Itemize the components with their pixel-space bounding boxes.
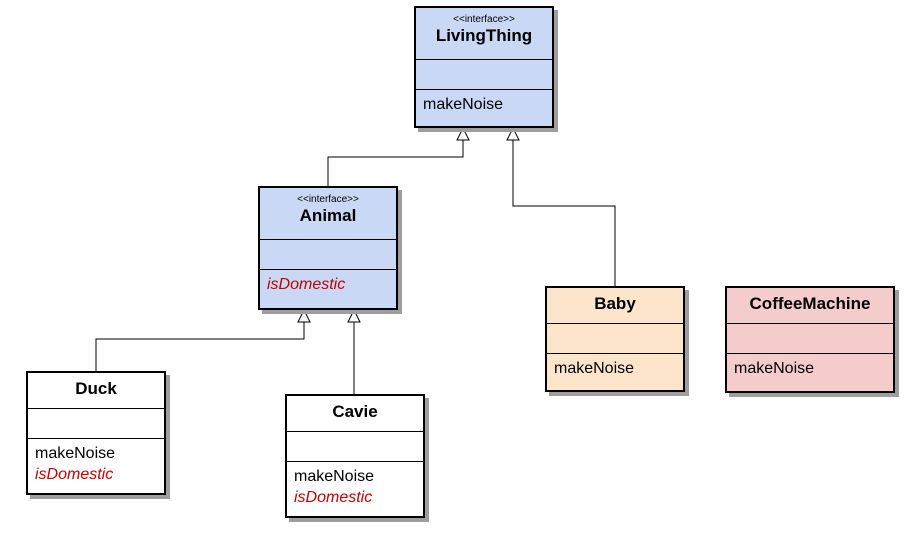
class-header: Duck	[28, 373, 164, 408]
stereotype-label: <<interface>>	[297, 194, 359, 205]
cavie-realization-arrowhead	[347, 308, 361, 323]
class-name: Duck	[75, 379, 117, 398]
attributes-compartment	[28, 408, 164, 438]
baby-realization-arrowhead	[506, 126, 520, 141]
class-header: Cavie	[287, 396, 423, 431]
class-header: <<interface>> LivingThing	[416, 8, 552, 59]
duck-realization-arrowhead	[297, 308, 311, 323]
stereotype-label: <<interface>>	[453, 14, 515, 25]
attributes-compartment	[547, 323, 683, 353]
duck-to-animal-line	[95, 322, 305, 371]
attributes-compartment	[287, 431, 423, 461]
class-header: Baby	[547, 288, 683, 323]
class-header: CoffeeMachine	[727, 288, 893, 323]
animal-to-livingthing-line	[327, 140, 464, 186]
operations-compartment: makeNoise	[547, 353, 683, 390]
class-header: <<interface>> Animal	[260, 188, 396, 239]
class-name: Animal	[299, 206, 357, 225]
operations-compartment: makeNoise	[416, 89, 552, 126]
class-cavie[interactable]: Cavie makeNoise isDomestic	[285, 394, 425, 518]
operations-compartment: makeNoise isDomestic	[28, 438, 164, 493]
class-coffee-machine[interactable]: CoffeeMachine makeNoise	[725, 286, 895, 393]
operation-item: makeNoise	[554, 360, 635, 377]
operation-item: isDomestic	[267, 276, 346, 293]
animal-realization-arrowhead	[456, 126, 470, 141]
attributes-compartment	[416, 59, 552, 89]
operations-compartment: isDomestic	[260, 269, 396, 308]
class-name: Baby	[594, 294, 636, 313]
class-baby[interactable]: Baby makeNoise	[545, 286, 685, 392]
class-living-thing[interactable]: <<interface>> LivingThing makeNoise	[414, 6, 554, 128]
class-duck[interactable]: Duck makeNoise isDomestic	[26, 371, 166, 495]
baby-to-livingthing-line	[512, 140, 616, 286]
class-name: LivingThing	[435, 26, 533, 45]
attributes-compartment	[260, 239, 396, 269]
attributes-compartment	[727, 323, 893, 353]
operation-item: makeNoise	[734, 360, 815, 377]
class-name: Cavie	[332, 402, 378, 421]
operation-item: isDomestic	[35, 466, 114, 483]
class-name: CoffeeMachine	[749, 294, 871, 313]
operation-item: makeNoise	[294, 468, 375, 485]
operation-item: makeNoise	[423, 96, 504, 113]
class-animal[interactable]: <<interface>> Animal isDomestic	[258, 186, 398, 310]
operation-item: isDomestic	[294, 489, 373, 506]
operation-item: makeNoise	[35, 445, 116, 462]
operations-compartment: makeNoise isDomestic	[287, 461, 423, 516]
operations-compartment: makeNoise	[727, 353, 893, 391]
